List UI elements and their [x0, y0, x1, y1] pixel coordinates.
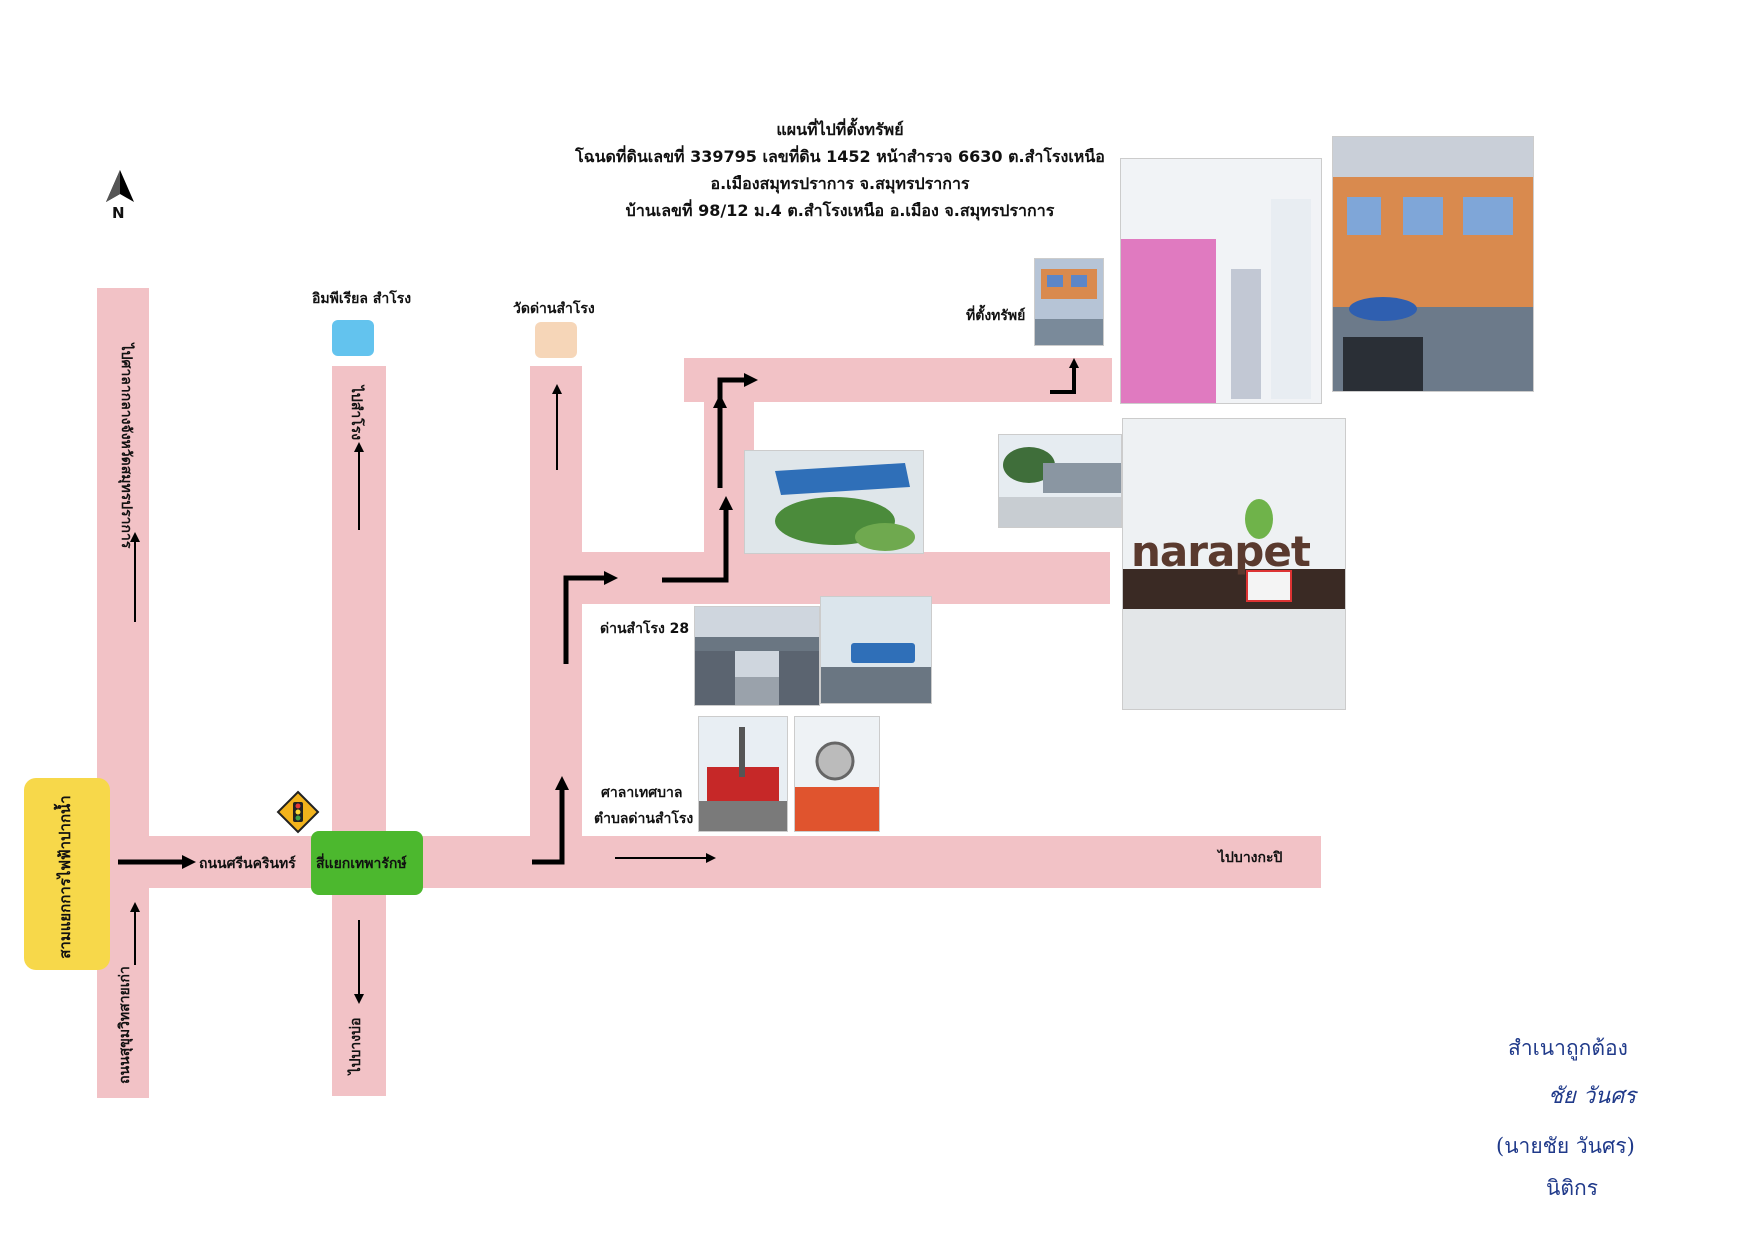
photo-property-small	[1034, 258, 1104, 346]
photo-dan-samrong-28-sign	[820, 596, 932, 704]
srinakarin-road-label: ถนนศรีนครินทร์	[199, 856, 296, 872]
address-info: บ้านเลขที่ 98/12 ม.4 ต.สำโรงเหนือ อ.เมือ…	[625, 201, 1055, 220]
arrow-to-property	[1050, 358, 1079, 394]
signer-role: นิติกร	[1546, 1176, 1598, 1200]
dan-samrong-28-label: ด่านสำโรง 28	[600, 621, 690, 637]
road-dan-samrong-28	[530, 552, 1110, 604]
municipal-label-1: ศาลาเทศบาล	[601, 785, 683, 801]
imperial-label: อิมพีเรียล สำโรง	[312, 291, 412, 307]
photo-narapet: narapet	[1122, 418, 1346, 710]
arrow-turn-north	[532, 776, 569, 865]
traffic-light-sign-icon	[276, 790, 320, 834]
photo-municipal-sign	[794, 716, 880, 832]
property-label: ที่ตั้งทรัพย์	[966, 308, 1026, 324]
photo-townhouse	[1332, 136, 1534, 392]
photo-soi-sign	[744, 450, 924, 554]
imperial-marker	[332, 320, 374, 356]
wat-label: วัดด่านสำโรง	[513, 301, 595, 317]
municipal-label-2: ตำบลด่านสำโรง	[594, 811, 694, 827]
thepharak-intersection-box	[311, 831, 423, 895]
power-intersection-box	[24, 778, 110, 970]
map-title: แผนที่ไปที่ตั้งทรัพย์	[776, 120, 904, 139]
handwritten-signature: ชัย วันศร	[1548, 1084, 1636, 1109]
photo-street-pink	[1120, 158, 1322, 404]
district-info: อ.เมืองสมุทรปราการ จ.สมุทรปราการ	[710, 174, 970, 193]
deed-info: โฉนดที่ดินเลขที่ 339795 เลขที่ดิน 1452 ห…	[575, 147, 1105, 166]
signer-name: (นายชัย วันศร)	[1496, 1134, 1635, 1158]
compass-letter: N	[112, 204, 125, 222]
photo-municipal-hall	[698, 716, 788, 832]
photo-dan-samrong-28-street	[694, 606, 820, 706]
thepharak-intersection-label: สี่แยกเทพารักษ์	[316, 856, 407, 872]
narapet-sign-text: narapet	[1131, 527, 1311, 576]
arrow-turn-property-road	[717, 373, 758, 460]
arrow-turn-east	[563, 571, 618, 664]
north-arrow-icon: N	[100, 168, 140, 226]
arrow-turn-branch	[662, 496, 733, 583]
wat-marker	[535, 322, 577, 358]
photo-roadside	[998, 434, 1122, 528]
to-bangkapi-label: ไปบางกะปิ	[1218, 850, 1283, 866]
certified-copy-text: สำเนาถูกต้อง	[1508, 1036, 1628, 1060]
